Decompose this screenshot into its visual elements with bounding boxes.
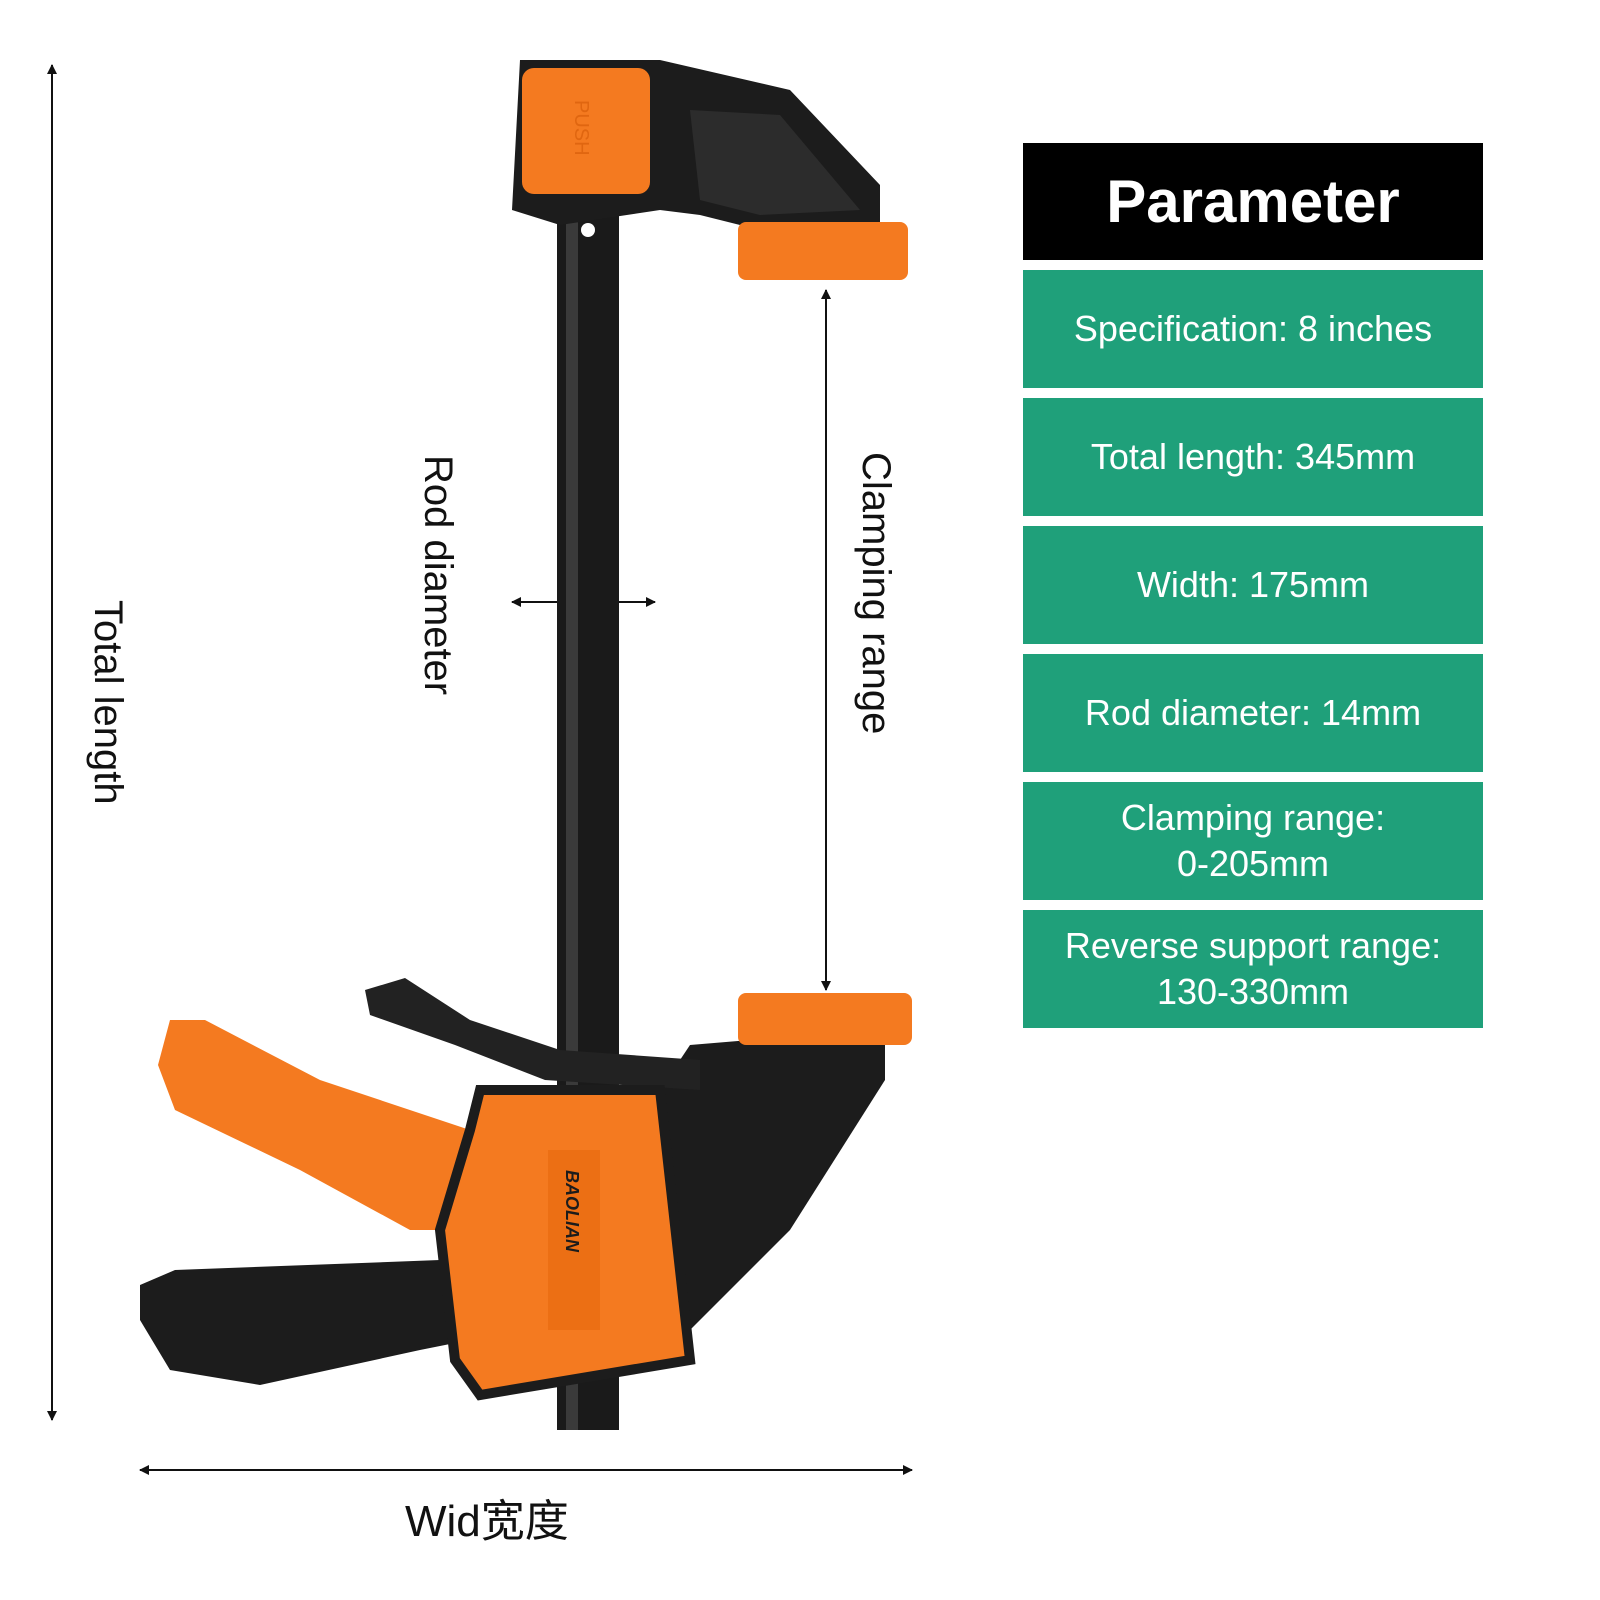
param-rod-diameter: Rod diameter: 14mm <box>1023 654 1483 772</box>
bottom-jaw <box>660 1040 885 1330</box>
top-jaw-pad <box>738 222 908 280</box>
release-lever <box>365 978 700 1090</box>
bottom-jaw-pad <box>738 993 912 1045</box>
brand-logo: BAOLIAN <box>562 1170 582 1253</box>
push-label: PUSH <box>570 100 592 156</box>
rod-pin <box>581 223 595 237</box>
param-reverse-support-range: Reverse support range: 130-330mm <box>1023 910 1483 1028</box>
rod-diameter-label: Rod diameter <box>416 455 460 696</box>
parameter-title: Parameter <box>1023 143 1483 260</box>
param-width: Width: 175mm <box>1023 526 1483 644</box>
push-button <box>522 68 650 194</box>
brand-panel <box>548 1150 600 1330</box>
top-jaw-rib <box>690 110 860 215</box>
param-clamping-range: Clamping range: 0-205mm <box>1023 782 1483 900</box>
total-length-label: Total length <box>86 600 130 805</box>
grip-handle <box>140 1260 470 1385</box>
width-label: Wid宽度 <box>405 1497 569 1546</box>
param-specification: Specification: 8 inches <box>1023 270 1483 388</box>
param-total-length: Total length: 345mm <box>1023 398 1483 516</box>
trigger-handle <box>158 1020 470 1230</box>
clamping-range-label: Clamping range <box>854 452 898 735</box>
